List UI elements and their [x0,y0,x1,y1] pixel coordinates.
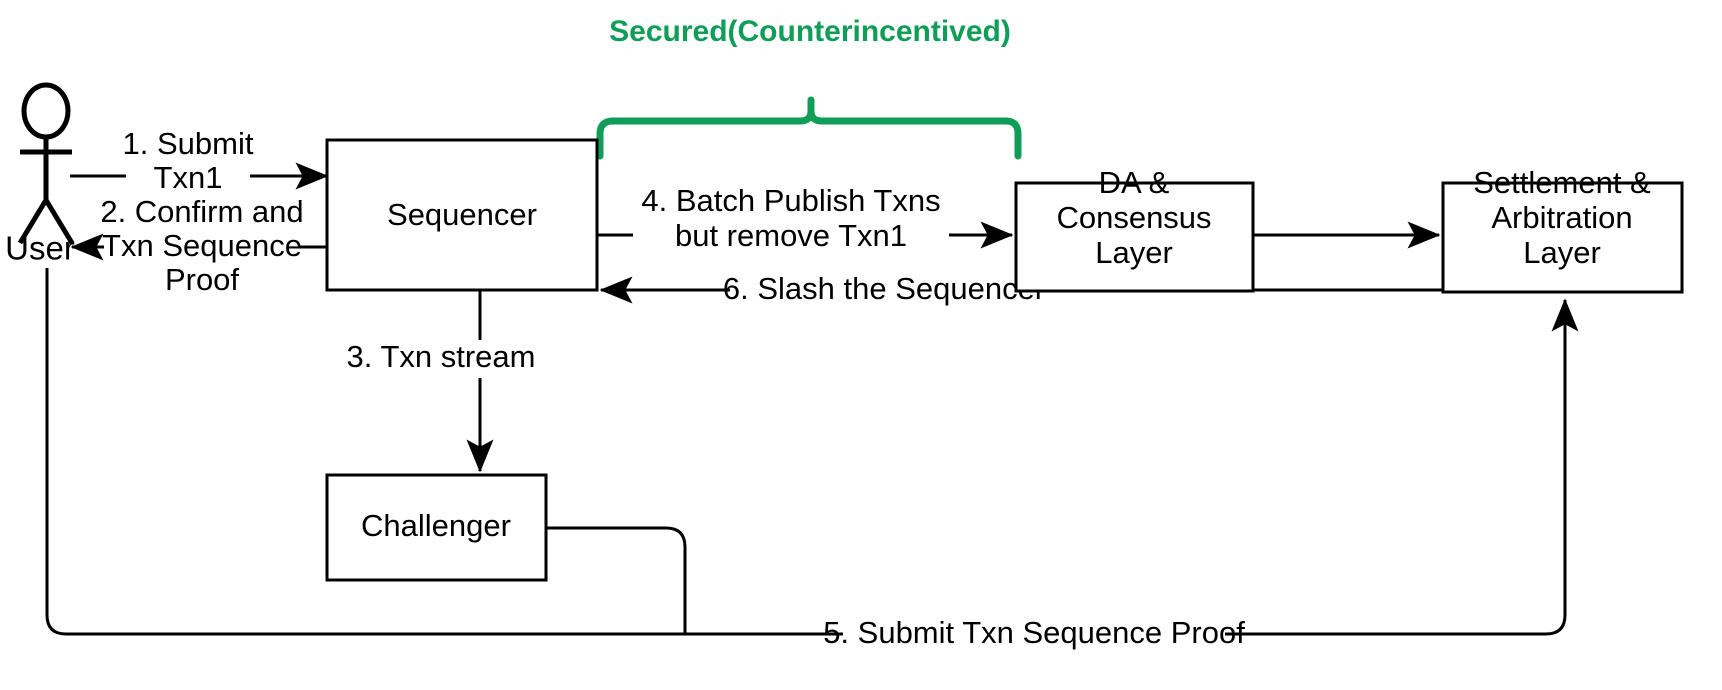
edge-slash-sequencer-label-bg [730,272,1037,310]
edge-txn-stream-label-bg [352,340,532,378]
node-sequencer[interactable]: Sequencer [325,138,599,292]
node-settlement-arbitration-layer-label-line2: Arbitration [1491,200,1632,235]
edge-submit-proof-challenger-branch [546,526,687,634]
user-label: User [5,230,75,267]
edge-submit-txn1-label-line2: Txn1 [154,160,223,195]
node-sequencer-label: Sequencer [387,197,537,232]
edge-slash-sequencer-label: 6. Slash the Sequencer [723,271,1045,306]
node-da-consensus-layer-label-line2: Consensus [1056,200,1211,235]
secured-scope-brace [596,96,1022,160]
edge-batch-publish-label-bg [633,185,949,255]
node-da-consensus-layer-box[interactable] [1014,181,1255,293]
node-challenger-box[interactable] [325,473,548,582]
edge-confirm-proof-label-bg [104,198,300,297]
user-actor: User [5,82,75,267]
node-da-consensus-layer[interactable]: DA & Consensus Layer [1014,165,1255,293]
node-settlement-arbitration-layer-box[interactable] [1441,181,1684,294]
edge-batch-publish: 4. Batch Publish Txns but remove Txn1 [597,183,1014,255]
page-title: Secured(Counterincentived) [609,15,1011,48]
node-da-consensus-layer-label-line1: DA & [1099,165,1170,200]
edge-confirm-proof: 2. Confirm and Txn Sequence Proof [70,194,327,297]
edge-submit-proof-label: 5. Submit Txn Sequence Proof [823,615,1245,650]
node-settlement-arbitration-layer-label-line1: Settlement & [1473,165,1651,200]
edge-txn-stream-label: 3. Txn stream [347,339,536,374]
edge-submit-proof-main-line [45,268,1579,636]
node-settlement-arbitration-layer[interactable]: Settlement & Arbitration Layer [1441,165,1684,294]
node-challenger-label: Challenger [361,508,511,543]
edge-submit-proof-label-bg [843,616,1225,654]
edge-confirm-proof-label-line3: Proof [165,262,239,297]
edge-batch-publish-label-line2: but remove Txn1 [675,218,907,253]
edge-confirm-proof-label-line1: 2. Confirm and [100,194,303,229]
node-sequencer-box[interactable] [325,138,599,292]
edge-submit-txn1: 1. Submit Txn1 [70,126,329,195]
user-legs-icon [17,198,75,245]
edge-submit-proof: 5. Submit Txn Sequence Proof [45,268,1579,654]
edge-batch-publish-label-line1: 4. Batch Publish Txns [641,183,940,218]
edge-submit-txn1-label-line1: 1. Submit [123,126,254,161]
edge-confirm-proof-label-line2: Txn Sequence [102,228,302,263]
node-challenger[interactable]: Challenger [325,473,548,582]
edge-submit-txn1-label-bg [126,127,250,195]
edge-txn-stream: 3. Txn stream [347,290,536,473]
node-settlement-arbitration-layer-label-line3: Layer [1523,235,1601,270]
node-da-consensus-layer-label-line3: Layer [1095,235,1173,270]
user-head-icon [21,82,71,140]
